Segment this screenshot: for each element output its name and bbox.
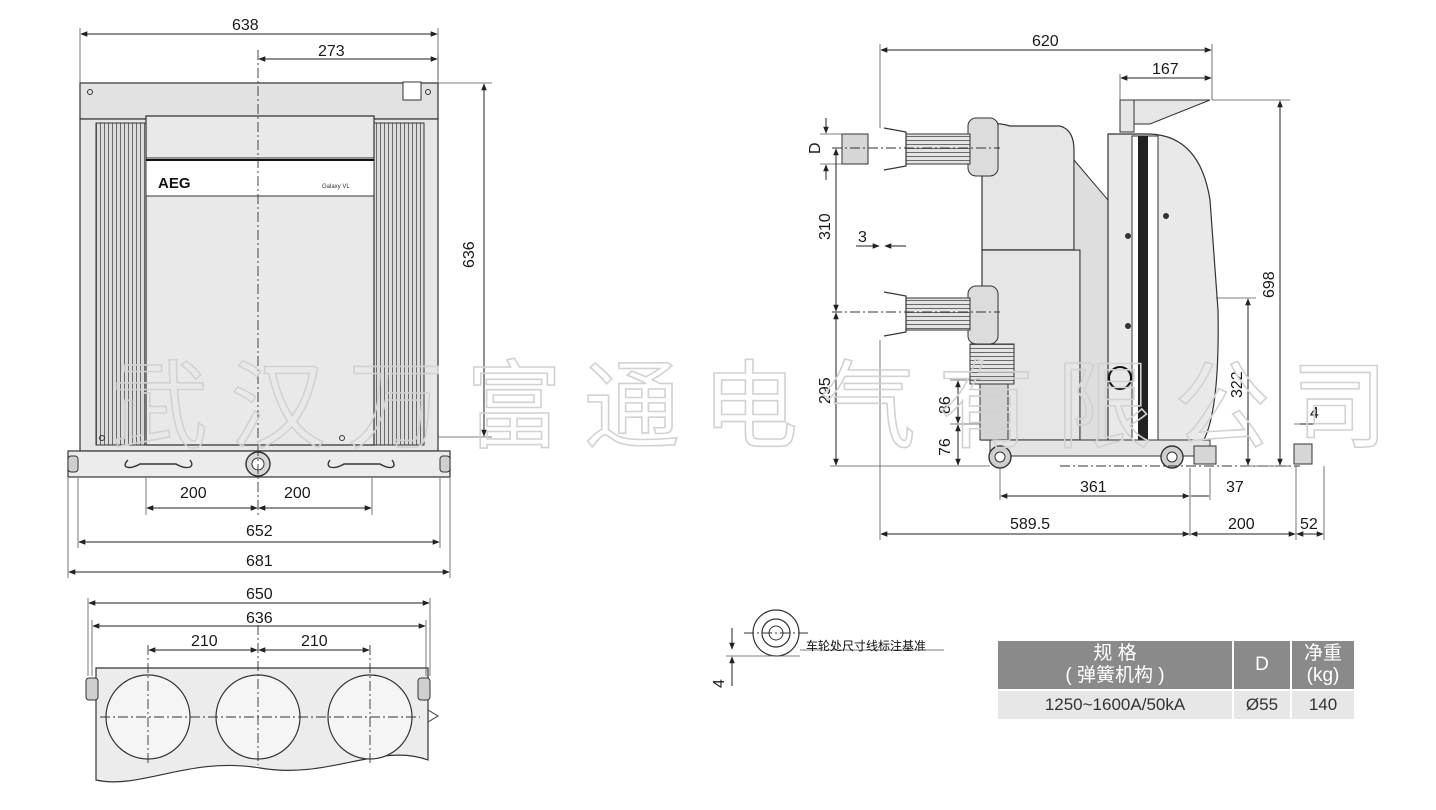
weight-header-line2: (kg) <box>1306 665 1340 686</box>
dim-side-37: 37 <box>1226 479 1244 496</box>
weight-value: 140 <box>1291 689 1354 719</box>
wheel-detail: 4 <box>711 609 944 688</box>
spec-table: 规 格 ( 弹簧机构 ) D 净重 (kg) 1250~1600A/50kA Ø… <box>998 641 1354 719</box>
dim-side-76: 76 <box>937 438 954 456</box>
dim-side-52: 52 <box>1300 516 1318 533</box>
dim-front-273: 273 <box>318 43 345 60</box>
front-view: AEG Galaxy VL 638 273 636 200 200 <box>67 17 492 578</box>
side-view: 620 167 D 310 3 698 322 295 86 <box>807 33 1330 540</box>
wheel-dim-4: 4 <box>711 679 728 688</box>
spec-header-line2: ( 弹簧机构 ) <box>1065 665 1165 686</box>
table-row: 1250~1600A/50kA Ø55 140 <box>998 689 1354 719</box>
dim-side-4: 4 <box>1310 405 1319 422</box>
watermark-text: 武汉万富通电气有限公司 <box>112 351 1410 463</box>
dim-top-210-left: 210 <box>191 633 218 650</box>
weight-header-line1: 净重 <box>1303 643 1342 664</box>
spec-header-cell: 规 格 ( 弹簧机构 ) <box>998 641 1234 690</box>
dim-top-650: 650 <box>246 586 273 603</box>
dim-side-D: D <box>807 142 824 154</box>
dim-side-167: 167 <box>1152 61 1179 78</box>
spec-table-header: 规 格 ( 弹簧机构 ) D 净重 (kg) <box>998 641 1354 690</box>
dim-front-200-right: 200 <box>284 485 311 502</box>
dim-side-310: 310 <box>817 213 834 240</box>
dim-front-681: 681 <box>246 553 273 570</box>
top-view: 650 636 210 210 <box>85 586 439 783</box>
d-value: Ø55 <box>1233 689 1292 719</box>
dim-front-636: 636 <box>461 241 478 268</box>
dim-front-652: 652 <box>246 523 273 540</box>
dim-side-3: 3 <box>858 229 867 246</box>
brand-logo: AEG <box>158 175 191 192</box>
dim-side-361: 361 <box>1080 479 1107 496</box>
spec-header-line1: 规 格 <box>1093 643 1137 664</box>
dim-side-698: 698 <box>1261 271 1278 298</box>
weight-header-cell: 净重 (kg) <box>1291 641 1354 690</box>
wheel-reference-note: 车轮处尺寸线标注基准 <box>806 639 927 653</box>
dim-side-295: 295 <box>817 377 834 404</box>
dim-top-210-right: 210 <box>301 633 328 650</box>
spec-value: 1250~1600A/50kA <box>998 689 1234 719</box>
model-label: Galaxy VL <box>322 184 350 190</box>
dim-side-620: 620 <box>1032 33 1059 50</box>
dim-side-322: 322 <box>1229 371 1246 398</box>
d-header-cell: D <box>1233 641 1292 690</box>
dim-top-636: 636 <box>246 610 273 627</box>
dim-side-200: 200 <box>1228 516 1255 533</box>
dim-front-638: 638 <box>232 17 259 34</box>
dim-front-200-left: 200 <box>180 485 207 502</box>
dim-side-5895: 589.5 <box>1010 516 1050 533</box>
dim-side-86: 86 <box>937 396 954 414</box>
